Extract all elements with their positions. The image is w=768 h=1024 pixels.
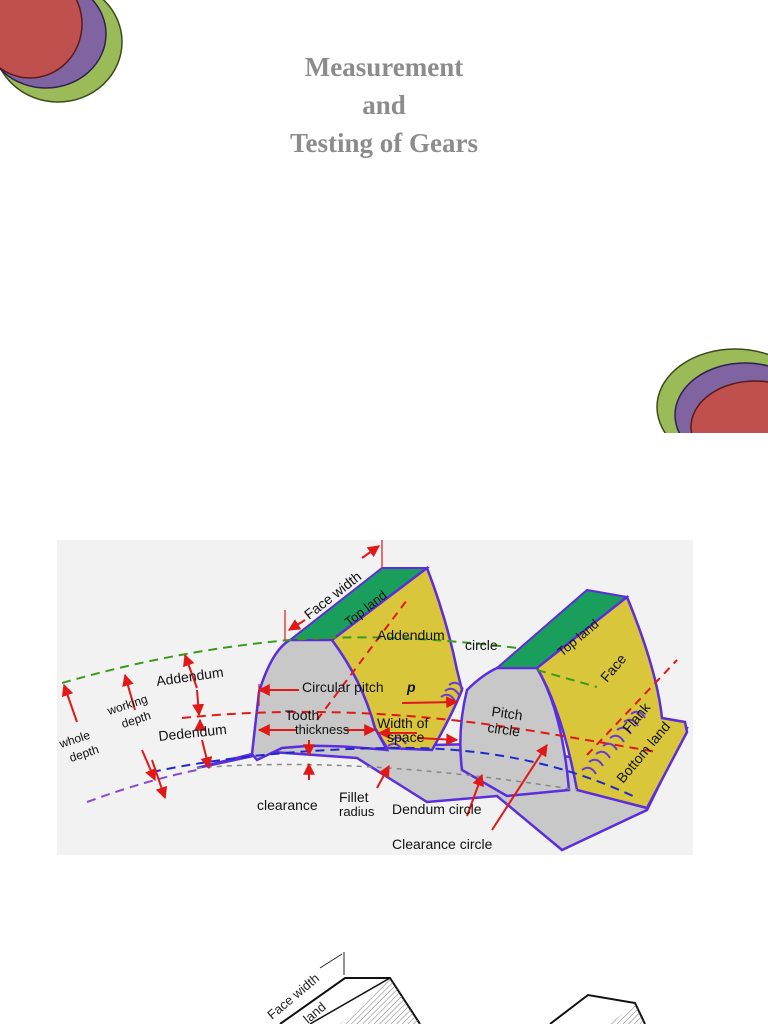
label-circle: circle [487, 719, 522, 739]
sketch-label-land: land [300, 999, 328, 1024]
title-line-1: Measurement [304, 52, 464, 82]
label-tooth: Tooth [285, 707, 319, 723]
decorative-ellipses-top-left [0, 0, 123, 103]
slide-title: Measurement and Testing of Gears [0, 48, 768, 162]
label-radius: radius [339, 804, 375, 819]
label-circular-pitch-symbol: p [406, 679, 416, 695]
label-thickness: thickness [295, 722, 350, 737]
label-circular-pitch: Circular pitch [302, 679, 384, 695]
label-addendum-circle-suffix: circle [465, 637, 498, 653]
title-line-3: Testing of Gears [290, 128, 478, 158]
label-clearance-circle: Clearance circle [392, 836, 493, 852]
label-fillet: Fillet [339, 789, 369, 805]
title-line-2: and [362, 90, 406, 120]
gear-teeth-sketch: Face width land [264, 952, 646, 1024]
label-pitch: Pitch [491, 703, 524, 723]
label-width-of: Width of [377, 715, 428, 731]
label-space: space [387, 729, 425, 745]
label-addendum-circle: Addendum [377, 627, 445, 643]
label-addendum: Addendum [155, 664, 224, 689]
label-clearance: clearance [257, 797, 318, 813]
decorative-ellipses-right [656, 348, 768, 433]
label-dedendum: Dedendum [158, 721, 228, 744]
gear-nomenclature-diagram: Face width Top land Top land Addendum ci… [57, 540, 693, 855]
label-dendum-circle: Dendum circle [392, 801, 482, 817]
